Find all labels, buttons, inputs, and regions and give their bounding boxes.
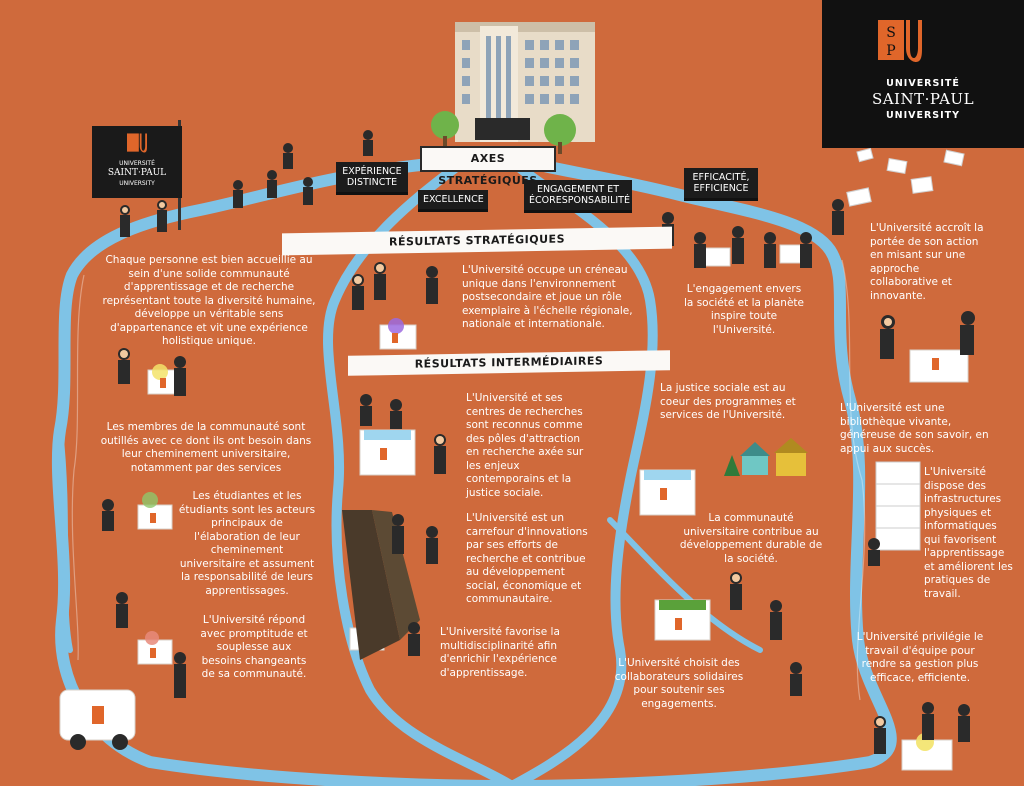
axis-sign-efficacite: EFFICACITÉ, EFFICIENCE	[684, 168, 758, 198]
strategic-result-far-right: L'Université accroît la portée de son ac…	[870, 222, 984, 302]
flag-line-3: UNIVERSITY	[119, 180, 155, 187]
university-flag: UNIVERSITÉ SAINT·PAUL UNIVERSITY	[92, 126, 182, 198]
intermediate-center-2: L'Université est un carrefour d'innovati…	[466, 512, 588, 605]
university-logo: S P UNIVERSITÉ SAINT·PAUL UNIVERSITY	[822, 0, 1024, 148]
van-illustration	[70, 734, 128, 750]
field-illustration	[342, 510, 420, 660]
svg-text:S: S	[886, 25, 896, 41]
svg-text:P: P	[886, 43, 895, 59]
intermediate-far-right-1: L'Université est une bibliothèque vivant…	[840, 402, 989, 455]
intermediate-center-1: L'Université et ses centres de recherche…	[466, 392, 584, 499]
intermediate-right-2: La communauté universitaire contribue au…	[679, 512, 823, 565]
strategic-result-right: L'engagement envers la société et la pla…	[684, 283, 804, 336]
flag-line-2: SAINT·PAUL	[107, 168, 167, 178]
intermediate-left-2: Les étudiantes et les étudiants sont les…	[178, 490, 316, 597]
logo-line-2: SAINT·PAUL	[871, 90, 975, 108]
strategic-result-center: L'Université occupe un créneau unique da…	[462, 264, 633, 330]
logo-line-3: UNIVERSITY	[885, 110, 961, 121]
flag-logo-icon	[127, 133, 147, 153]
axis-sign-excellence: EXCELLENCE	[418, 190, 488, 209]
intermediate-right-1: La justice sociale est au coeur des prog…	[660, 382, 796, 421]
axis-sign-experience: EXPÉRIENCE DISTINCTE	[336, 162, 408, 192]
server-illustration	[875, 461, 921, 551]
intermediate-far-right-2: L'Université dispose des infrastructures…	[924, 466, 1013, 600]
flag-line-1: UNIVERSITÉ	[119, 160, 155, 167]
intermediate-right-3: L'Université choisit des collaborateurs …	[614, 657, 744, 710]
university-building	[431, 22, 595, 154]
sp-logo-icon: S P	[878, 20, 922, 62]
intermediate-center-3: L'Université favorise la multidisciplina…	[440, 626, 560, 679]
houses-illustration	[724, 438, 808, 476]
intermediate-left-3: L'Université répond avec promptitude et …	[200, 614, 308, 680]
axis-sign-engagement: ENGAGEMENT ET ÉCORESPONSABILITÉ	[524, 180, 632, 210]
strategic-result-left: Chaque personne est bien accueillie au s…	[102, 254, 316, 347]
logo-line-1: UNIVERSITÉ	[886, 78, 960, 89]
intermediate-far-right-3: L'Université privilégie le travail d'équ…	[856, 631, 984, 684]
headline-banner: AXES STRATÉGIQUES	[420, 146, 556, 187]
people-figures	[102, 130, 975, 754]
intermediate-left-1: Les membres de la communauté sont outill…	[100, 421, 312, 474]
